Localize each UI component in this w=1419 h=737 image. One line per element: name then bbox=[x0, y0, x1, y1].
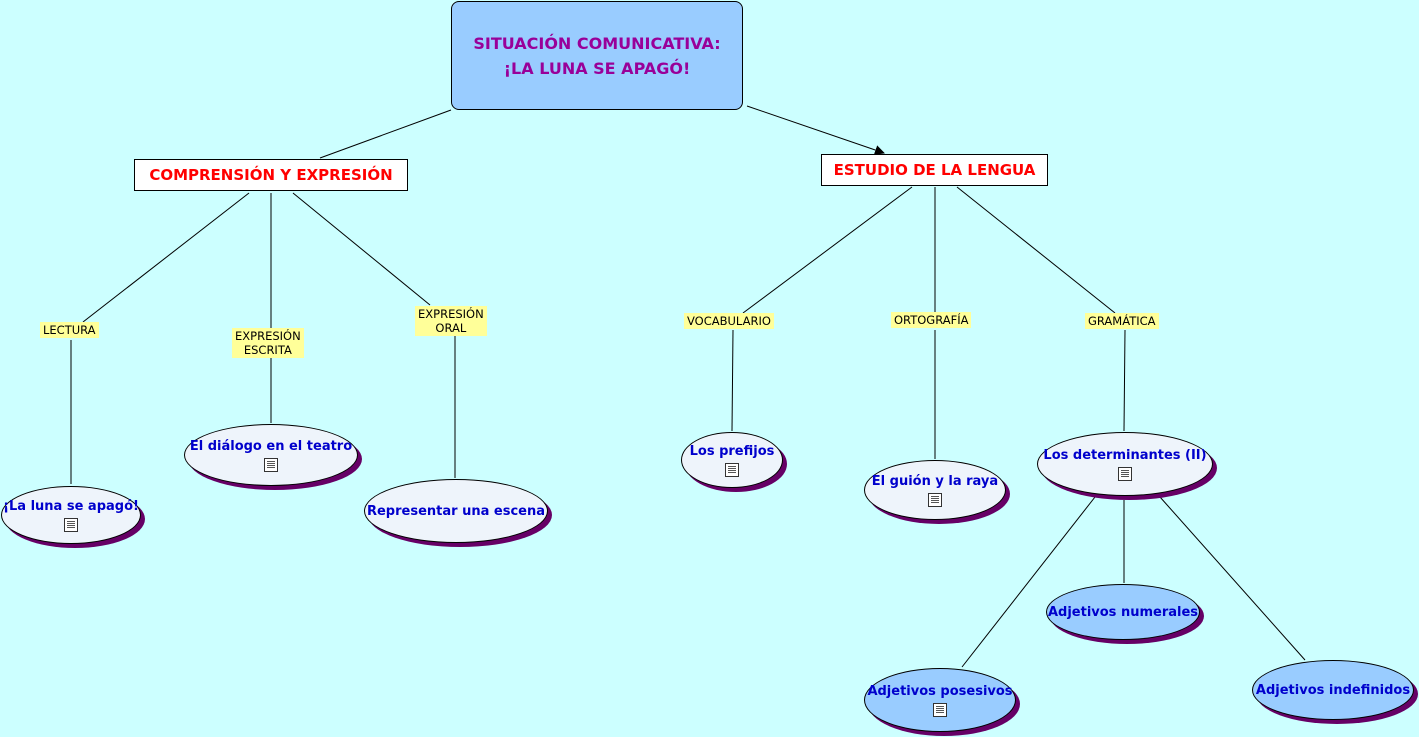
concept-label: Los determinantes (II) bbox=[1043, 447, 1207, 463]
document-icon[interactable] bbox=[64, 517, 78, 532]
concept-label: ¡La luna se apagó! bbox=[3, 498, 139, 514]
root-concept-title: SITUACIÓN COMUNICATIVA: ¡LA LUNA SE APAG… bbox=[473, 33, 721, 78]
concept-adjetivos-indefinidos[interactable]: Adjetivos indefinidos bbox=[1252, 660, 1414, 720]
concept-representar-escena[interactable]: Representar una escena bbox=[364, 479, 548, 543]
link-root-estudio bbox=[746, 105, 885, 155]
link-vocabulario-prefijos bbox=[731, 329, 734, 432]
concept-adjetivos-numerales[interactable]: Adjetivos numerales bbox=[1046, 584, 1200, 640]
link-gramatica-determinantes bbox=[1123, 329, 1126, 432]
link-estudio-gramatica bbox=[956, 186, 1116, 314]
link-label-ortografia: ORTOGRAFÍA bbox=[891, 312, 972, 328]
document-icon[interactable] bbox=[928, 492, 942, 507]
concept-label: Adjetivos numerales bbox=[1047, 604, 1199, 620]
document-icon[interactable] bbox=[1118, 466, 1132, 481]
concept-los-prefijos[interactable]: Los prefijos bbox=[681, 432, 783, 488]
link-label-expresion-oral: EXPRESIÓN ORAL bbox=[415, 306, 487, 336]
branch-comprension-expresion[interactable]: COMPRENSIÓN Y EXPRESIÓN bbox=[134, 159, 408, 191]
concept-label: Los prefijos bbox=[689, 443, 775, 459]
document-icon[interactable] bbox=[933, 702, 947, 717]
link-root-comprension bbox=[319, 109, 452, 159]
concept-guion-raya[interactable]: El guión y la raya bbox=[864, 460, 1006, 520]
link-determinantes-posesivos bbox=[961, 496, 1096, 668]
link-estudio-vocabulario bbox=[742, 186, 913, 314]
link-label-expresion-escrita: EXPRESIÓN ESCRITA bbox=[232, 328, 304, 358]
concept-dialogo-teatro[interactable]: El diálogo en el teatro bbox=[184, 424, 358, 486]
document-icon[interactable] bbox=[725, 462, 739, 477]
concept-label: Adjetivos indefinidos bbox=[1255, 682, 1411, 698]
link-label-lectura: LECTURA bbox=[40, 322, 99, 338]
link-comprension-lectura bbox=[82, 192, 250, 323]
concept-label: El guión y la raya bbox=[871, 473, 999, 489]
link-label-vocabulario: VOCABULARIO bbox=[684, 313, 774, 329]
concept-adjetivos-posesivos[interactable]: Adjetivos posesivos bbox=[864, 668, 1016, 732]
concept-determinantes[interactable]: Los determinantes (II) bbox=[1037, 432, 1213, 496]
root-concept[interactable]: SITUACIÓN COMUNICATIVA: ¡LA LUNA SE APAG… bbox=[451, 1, 743, 110]
concept-la-luna-se-apago[interactable]: ¡La luna se apagó! bbox=[1, 486, 141, 544]
branch-estudio-lengua[interactable]: ESTUDIO DE LA LENGUA bbox=[821, 154, 1048, 186]
concept-label: El diálogo en el teatro bbox=[189, 438, 353, 454]
link-label-gramatica: GRAMÁTICA bbox=[1085, 313, 1159, 329]
branch-estudio-label: ESTUDIO DE LA LENGUA bbox=[833, 161, 1036, 179]
link-comprension-oral bbox=[292, 192, 431, 306]
document-icon[interactable] bbox=[264, 457, 278, 472]
concept-label: Representar una escena bbox=[366, 503, 545, 519]
link-determinantes-indefinidos bbox=[1159, 496, 1306, 661]
concept-label: Adjetivos posesivos bbox=[867, 683, 1013, 699]
branch-comprension-label: COMPRENSIÓN Y EXPRESIÓN bbox=[149, 166, 393, 184]
